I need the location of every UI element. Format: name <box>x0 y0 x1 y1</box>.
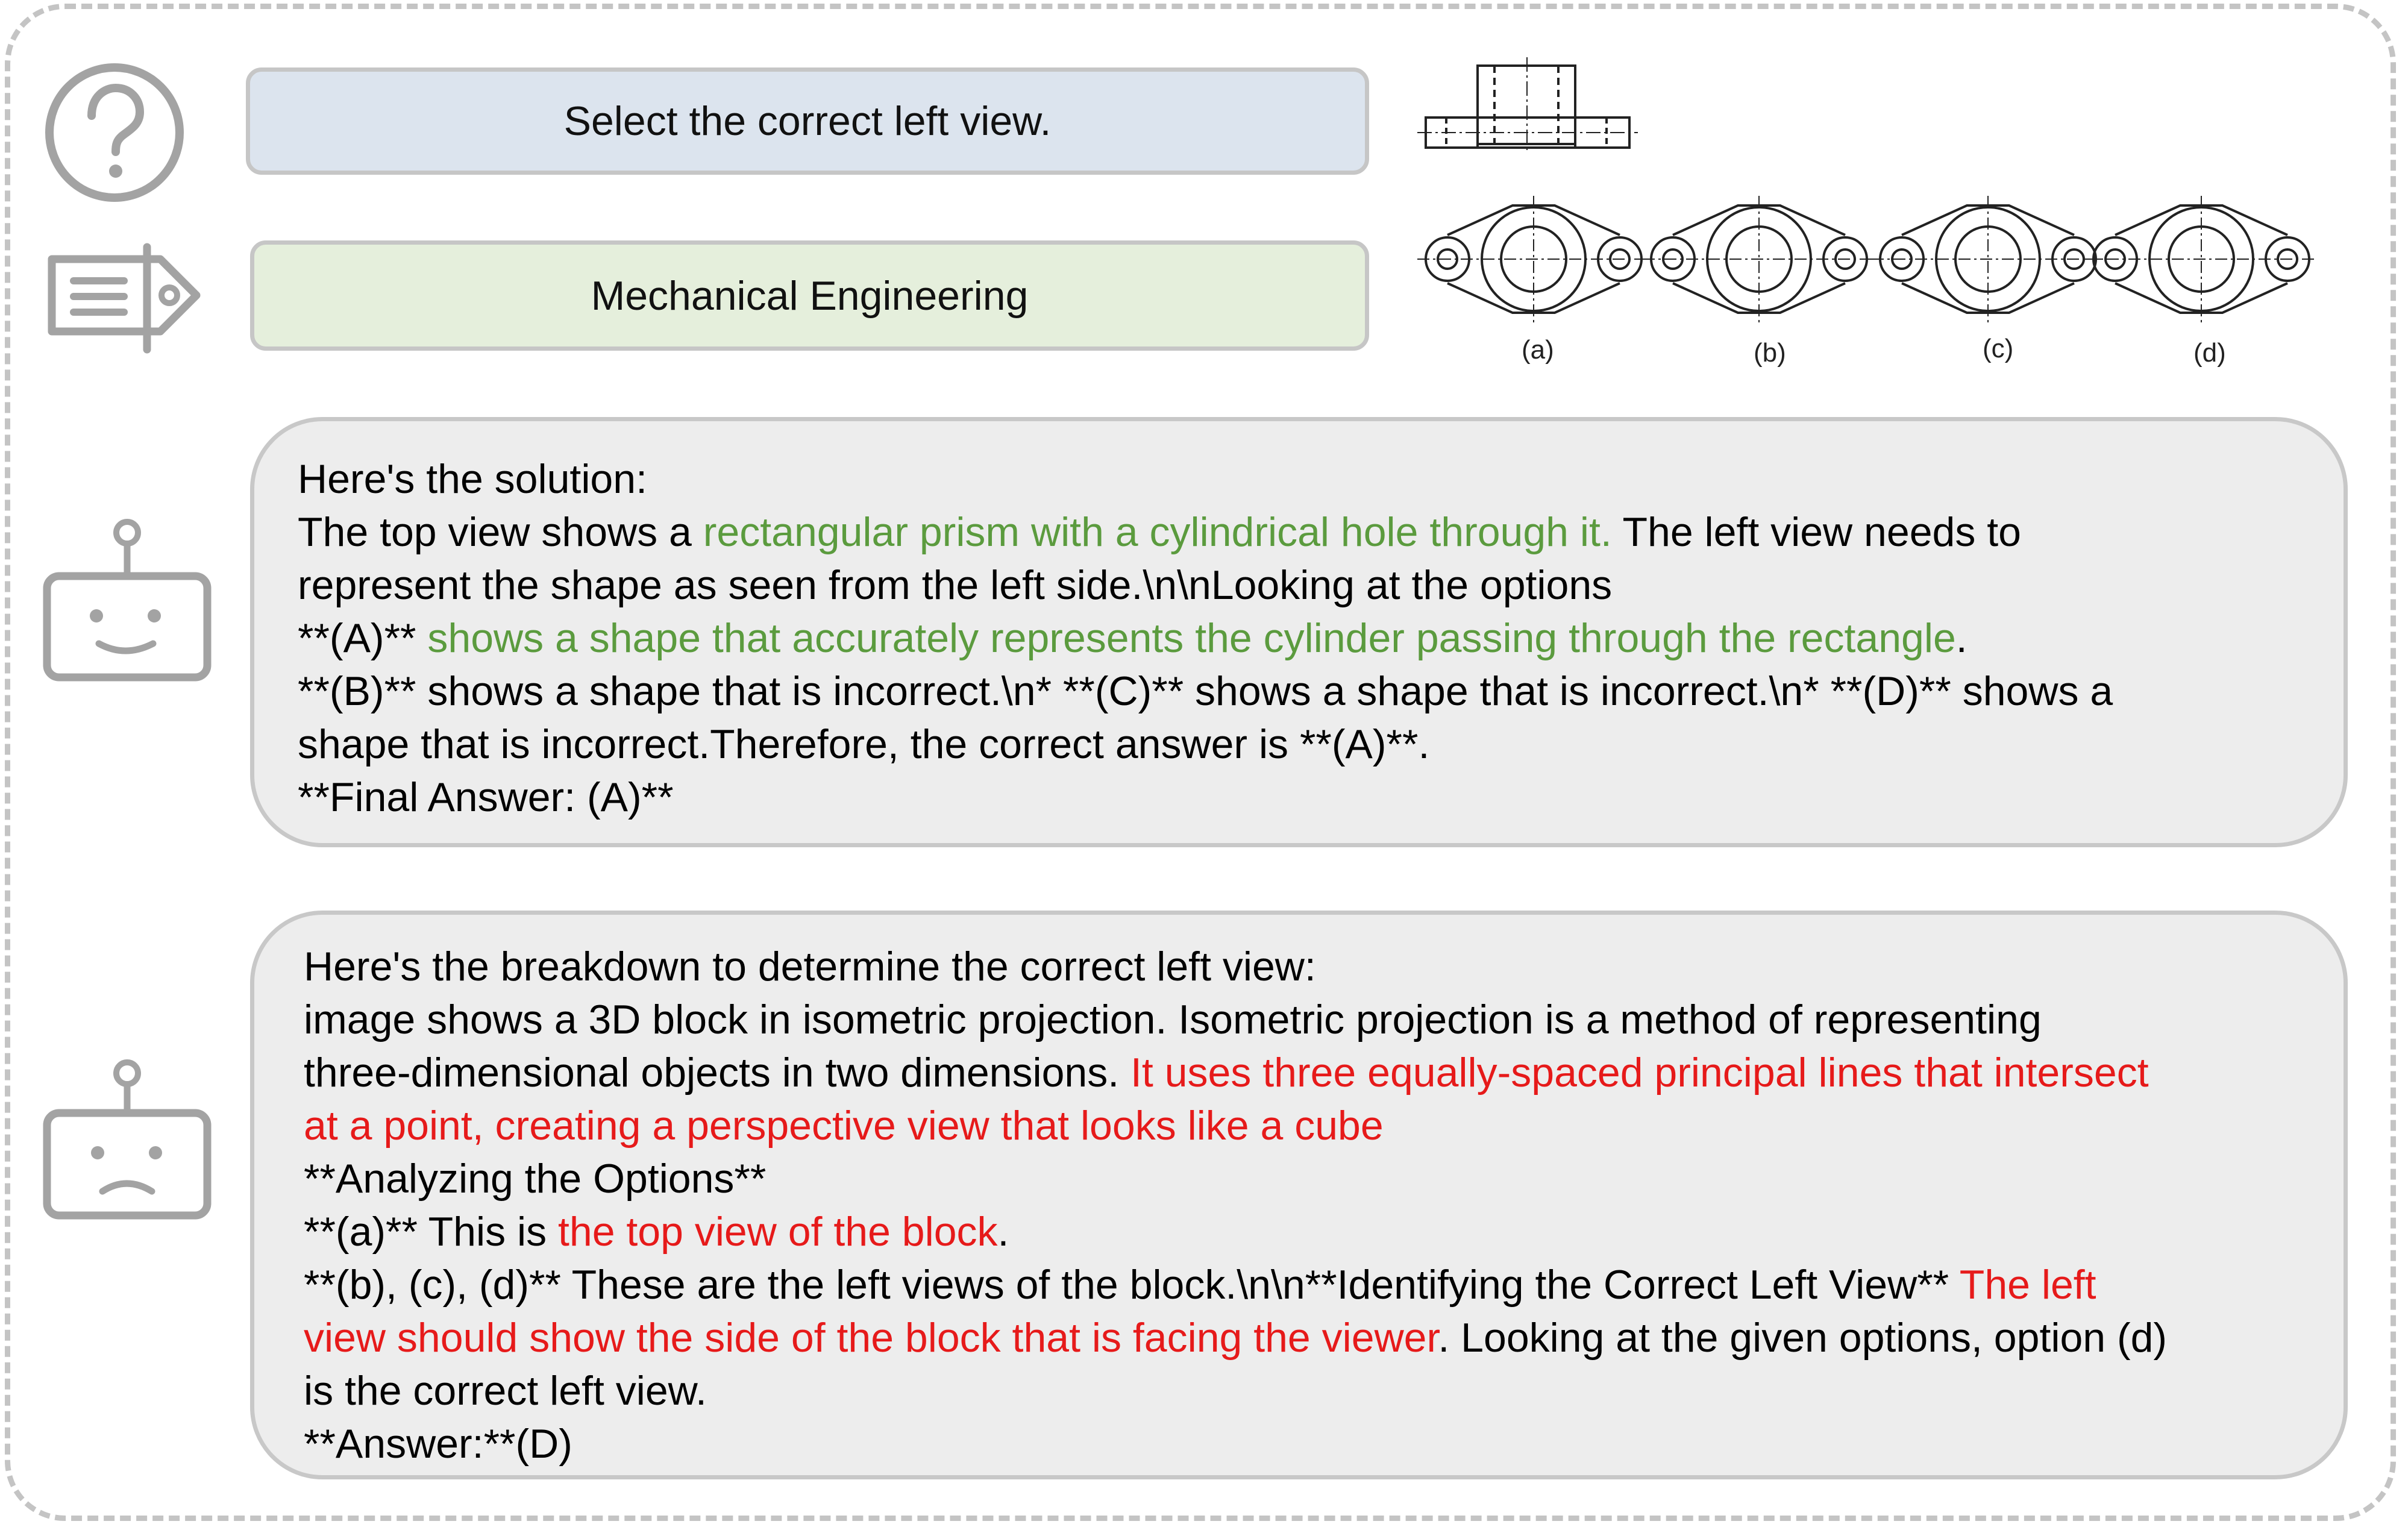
subject-tag-icon <box>48 243 201 354</box>
response-text: . <box>1955 615 1967 661</box>
response-text: **(B)** shows a shape that is incorrect.… <box>298 668 2113 714</box>
happy-robot-icon <box>43 519 212 682</box>
response-text: The left view needs to <box>1611 509 2021 555</box>
option-a-drawing <box>1417 196 1650 322</box>
response-line: **(B)** shows a shape that is incorrect.… <box>298 665 2301 718</box>
response-text: **(b), (c), (d)** These are the left vie… <box>304 1262 1960 1308</box>
dashed-frame <box>5 4 2396 1521</box>
option-d-drawing <box>2085 196 2318 322</box>
engineering-drawing-figure: (a) (b) (c) (d) <box>1417 57 2318 368</box>
response-text: The top view shows a <box>298 509 703 555</box>
correct-response-bubble: Here's the solution:The top view shows a… <box>250 417 2348 847</box>
response-line: shape that is incorrect.Therefore, the c… <box>298 718 2301 771</box>
response-line: represent the shape as seen from the lef… <box>298 559 2301 612</box>
error-highlight: The left <box>1959 1262 2096 1308</box>
error-highlight: view should show the side of the block t… <box>304 1315 1438 1361</box>
response-line: three-dimensional objects in two dimensi… <box>304 1046 2307 1099</box>
response-text: three-dimensional objects in two dimensi… <box>304 1050 1131 1096</box>
error-highlight: the top view of the block <box>557 1209 998 1255</box>
front-view-drawing <box>1417 57 1638 154</box>
option-c-drawing <box>1872 196 2104 322</box>
subject-box: Mechanical Engineering <box>250 240 1369 351</box>
response-text: **Final Answer: (A)** <box>298 774 674 820</box>
option-label-c: (c) <box>1983 334 2013 363</box>
question-text: Select the correct left view. <box>563 98 1052 144</box>
response-text: . <box>997 1209 1009 1255</box>
response-line: **(b), (c), (d)** These are the left vie… <box>304 1258 2307 1311</box>
response-line: **(A)** shows a shape that accurately re… <box>298 612 2301 665</box>
response-text: **Answer:**(D) <box>304 1421 572 1467</box>
option-label-b: (b) <box>1754 338 1786 368</box>
response-text: Here's the solution: <box>298 456 647 502</box>
correct-highlight: rectangular prism with a cylindrical hol… <box>703 509 1612 555</box>
response-text: . Looking at the given options, option (… <box>1438 1315 2168 1361</box>
response-line: The top view shows a rectangular prism w… <box>298 506 2301 559</box>
response-text: **(a)** This is <box>304 1209 558 1255</box>
response-line: image shows a 3D block in isometric proj… <box>304 993 2307 1046</box>
response-line: is the correct left view. <box>304 1364 2307 1417</box>
response-line: Here's the solution: <box>298 453 2301 506</box>
correct-highlight: shows a shape that accurately represents… <box>427 615 1956 661</box>
correct-response-text: Here's the solution:The top view shows a… <box>298 453 2301 824</box>
response-text: represent the shape as seen from the lef… <box>298 562 1613 608</box>
response-line: **Answer:**(D) <box>304 1417 2307 1470</box>
response-text: is the correct left view. <box>304 1368 707 1414</box>
response-line: view should show the side of the block t… <box>304 1311 2307 1364</box>
response-line: at a point, creating a perspective view … <box>304 1099 2307 1152</box>
question-circle-icon <box>45 63 184 202</box>
response-text: shape that is incorrect.Therefore, the c… <box>298 721 1430 767</box>
error-highlight: at a point, creating a perspective view … <box>304 1103 1384 1149</box>
option-label-a: (a) <box>1522 335 1554 365</box>
response-line: **Final Answer: (A)** <box>298 771 2301 824</box>
option-b-drawing <box>1643 196 1875 322</box>
question-box: Select the correct left view. <box>246 67 1369 175</box>
sad-robot-icon <box>43 1059 212 1220</box>
error-highlight: It uses three equally-spaced principal l… <box>1130 1050 2149 1096</box>
response-text: **(A)** <box>298 615 428 661</box>
subject-text: Mechanical Engineering <box>591 272 1029 319</box>
response-line: Here's the breakdown to determine the co… <box>304 940 2307 993</box>
incorrect-response-bubble: Here's the breakdown to determine the co… <box>250 911 2348 1479</box>
option-label-d: (d) <box>2193 338 2226 368</box>
response-line: **(a)** This is the top view of the bloc… <box>304 1205 2307 1258</box>
response-line: **Analyzing the Options** <box>304 1152 2307 1205</box>
response-text: image shows a 3D block in isometric proj… <box>304 997 2042 1042</box>
response-text: **Analyzing the Options** <box>304 1156 767 1202</box>
response-text: Here's the breakdown to determine the co… <box>304 944 1316 989</box>
incorrect-response-text: Here's the breakdown to determine the co… <box>304 940 2307 1470</box>
